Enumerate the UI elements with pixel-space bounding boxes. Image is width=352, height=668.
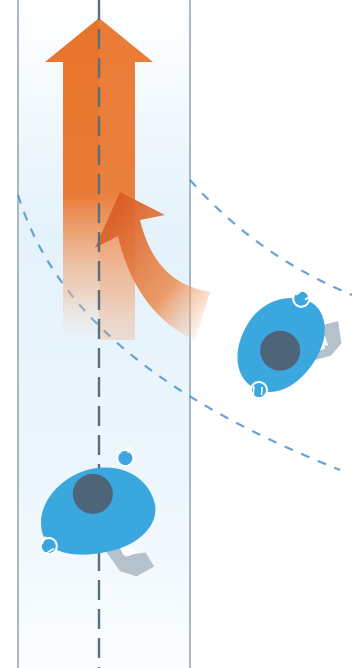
person-walking-icon bbox=[225, 277, 352, 417]
turn-path-outer bbox=[190, 180, 352, 295]
